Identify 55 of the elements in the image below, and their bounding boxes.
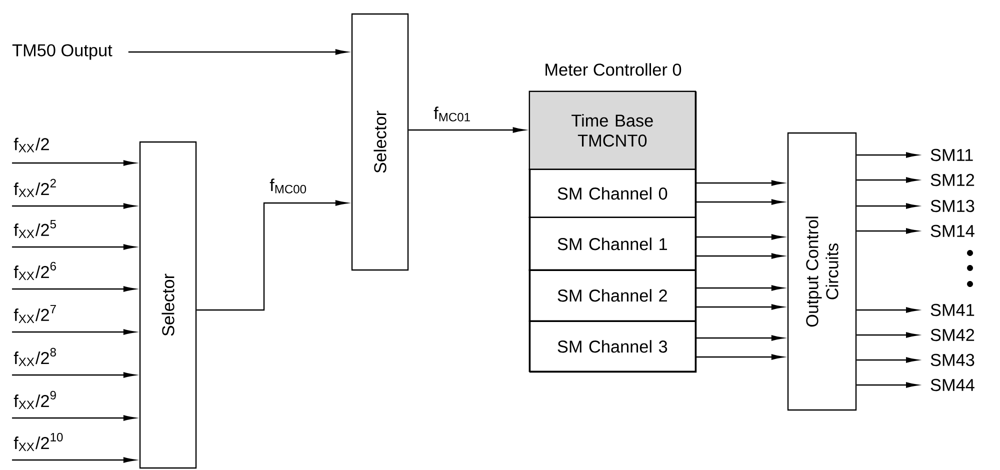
arrow: [696, 180, 784, 186]
edge-label: f$_{XX}$/2: [12, 136, 51, 154]
arrow: [856, 152, 918, 158]
signal-label: SM44: [930, 378, 974, 392]
arrow: [196, 200, 348, 311]
arrow: [696, 285, 784, 291]
edge-label: f$_{MC01}$: [432, 106, 472, 122]
node-label: Meter Controller 0: [546, 63, 682, 76]
arrow: [856, 357, 918, 363]
arrow: [12, 415, 136, 421]
signal-label: SM12: [930, 174, 974, 186]
edge-label: f$_{XX}$/2$^{9}$: [12, 390, 58, 410]
arrow: [12, 203, 136, 209]
arrow: [856, 177, 918, 183]
signal-label: SM11: [930, 148, 973, 162]
edge-label: f$_{XX}$/2$^{7}$: [12, 304, 58, 324]
arrow: [856, 332, 918, 338]
edge-label: f$_{XX}$/2$^{5}$: [12, 218, 58, 239]
arrow: [856, 228, 918, 234]
circuit-box: Output Control Circuits: [787, 132, 857, 411]
arrow: [856, 203, 918, 209]
channel-box: Time Base TMCNT0: [528, 90, 696, 170]
arrow: [856, 382, 918, 388]
edge-label: f$_{XX}$/2$^{6}$: [12, 260, 58, 282]
edge-label: f$_{XX}$/2$^{8}$: [12, 346, 58, 368]
arrow: [128, 49, 348, 55]
signal-label: TM50 Output: [12, 44, 112, 60]
arrow: [408, 127, 525, 133]
channel-box: SM Channel 0: [528, 168, 696, 218]
arrow: [12, 329, 136, 335]
channel-box: SM Channel 1: [528, 216, 696, 271]
edge-label: f$_{XX}$/2$^{10}$: [12, 432, 66, 452]
channel-box: SM Channel 2: [528, 269, 696, 322]
selector-box: Selector: [139, 141, 197, 469]
signal-label: SM41: [930, 304, 974, 316]
arrow: [12, 372, 136, 378]
arrow: [696, 199, 784, 205]
arrow: [696, 234, 784, 240]
signal-label: SM14: [930, 224, 974, 238]
signal-label: SM42: [930, 328, 974, 342]
arrow: [696, 354, 784, 360]
arrow: [12, 160, 136, 166]
channel-box: SM Channel 3: [528, 320, 696, 372]
arrow: [12, 286, 136, 292]
signal-label: SM43: [930, 354, 974, 366]
arrow: [696, 304, 784, 310]
arrow: [12, 457, 136, 463]
arrow: [696, 253, 784, 259]
edge-label: f$_{MC00}$: [268, 178, 308, 194]
selector-box: Selector: [351, 13, 409, 271]
arrow: [696, 335, 784, 341]
arrow: [12, 244, 136, 250]
signal-label: SM13: [930, 200, 974, 212]
arrow: [856, 307, 918, 313]
edge-label: f$_{XX}$/2$^{2}$: [12, 178, 58, 198]
